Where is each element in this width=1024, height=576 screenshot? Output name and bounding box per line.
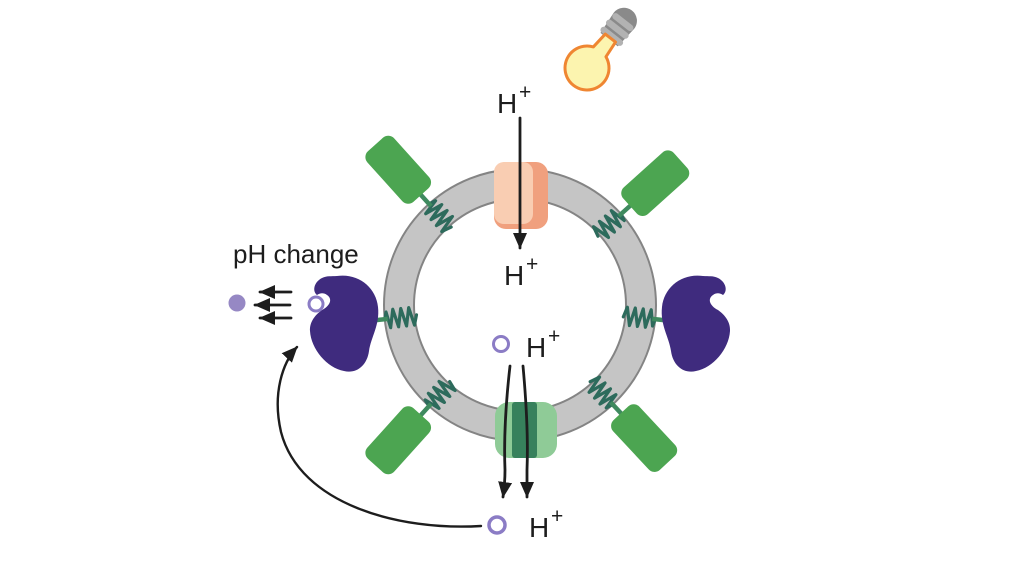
proton-label-top: H +: [497, 81, 531, 119]
antibody-spike-top-left: [365, 135, 455, 234]
antibody-tag-icon: [611, 404, 678, 472]
proton-open-circle-icon: [492, 335, 510, 353]
membrane-anchor-coil-icon: [591, 209, 626, 240]
ph-change-arrows: [253, 285, 293, 325]
membrane-anchor-coil-icon: [587, 375, 618, 410]
proton-pump-icon: [494, 162, 548, 229]
antibody-tag-icon: [621, 150, 690, 217]
proton-label-base: H: [504, 260, 524, 291]
proton-label-sup: +: [526, 253, 538, 276]
enzyme-blob-icon: [309, 275, 379, 372]
membrane-anchor-coil-icon: [621, 305, 657, 329]
bulb-base-rib: [600, 26, 624, 46]
proton-label-base: H: [529, 512, 549, 543]
antibody-tag-icon: [365, 135, 432, 204]
antibody-tag-icon: [365, 406, 432, 475]
proton-efflux-arrow-left: [498, 364, 513, 499]
proton-label-sup: +: [548, 325, 560, 348]
proton-label-base: H: [497, 88, 517, 119]
proton-pump-light-part: [494, 162, 533, 224]
bulb-base-rib: [605, 19, 629, 39]
anchor-rod: [617, 202, 633, 218]
proton-label-base: H: [526, 332, 546, 363]
antibody-spike-bottom-left: [365, 379, 457, 475]
proton-label-bottom: H +: [529, 505, 563, 543]
membrane-anchor-coil-icon: [423, 379, 457, 410]
feedback-curved-arrow: [276, 345, 483, 528]
membrane-anchor-coil-icon: [424, 199, 455, 234]
anchor-rod: [609, 400, 624, 417]
antibody-spike-bottom-right: [587, 375, 678, 472]
proton-label-sup: +: [519, 81, 531, 104]
bulb-glass: [563, 32, 618, 92]
bulb-base-rib: [612, 13, 634, 32]
enzyme-blob-icon: [661, 275, 731, 372]
proton-open-circle-icon: [307, 295, 325, 313]
proton-label-sup: +: [551, 505, 563, 528]
antibody-spike-top-right: [591, 150, 690, 240]
proton-filled-dot-icon: [228, 294, 246, 312]
ph-change-label: pH change: [233, 239, 359, 269]
proton-label-inner-bottom: H +: [526, 325, 560, 363]
membrane-anchor-coil-icon: [383, 306, 419, 330]
anchor-rod: [417, 402, 433, 418]
proton-open-circle-icon: [487, 515, 507, 535]
proton-efflux-arrow-right: [520, 364, 534, 499]
proton-label-inner-top: H +: [504, 253, 538, 291]
proton-channel-pore: [512, 402, 537, 458]
membrane-vesicle-icon: [383, 168, 657, 442]
light-bulb-icon: [563, 7, 637, 92]
anchor-rod: [417, 192, 433, 208]
